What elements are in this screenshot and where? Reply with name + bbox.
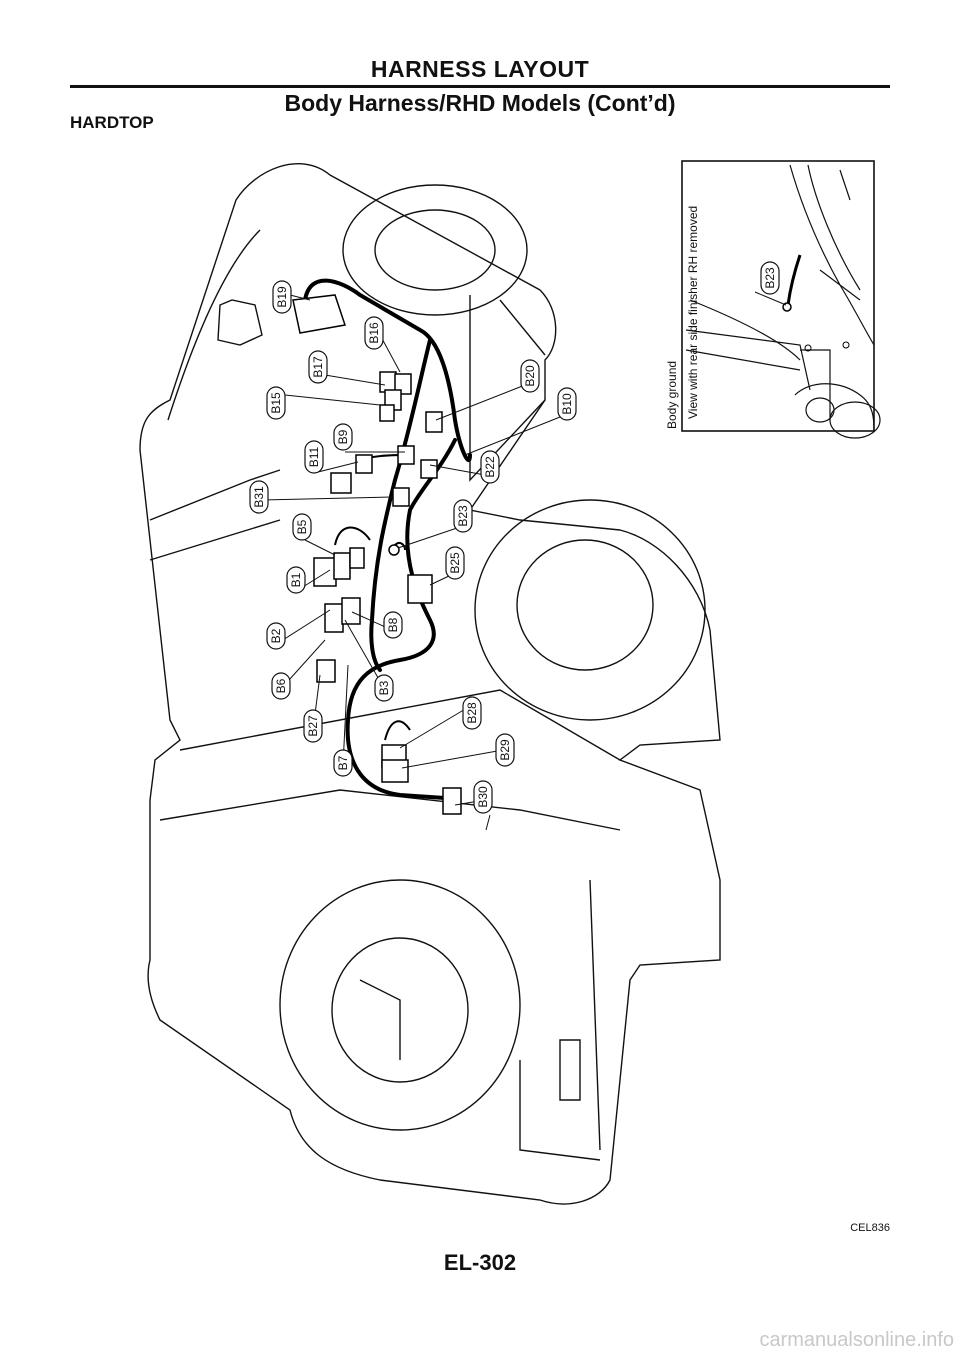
inset-caption-line1: View with rear side finisher RH removed — [686, 206, 700, 419]
svg-text:B9: B9 — [336, 429, 350, 444]
label-b5: B5 — [292, 513, 312, 541]
label-b27: B27 — [303, 709, 323, 743]
label-b25: B25 — [445, 546, 465, 580]
figure-code: CEL836 — [850, 1222, 890, 1234]
svg-text:B3: B3 — [377, 680, 391, 695]
label-b2: B2 — [266, 622, 286, 650]
spare-wheel — [342, 184, 528, 316]
label-b11: B11 — [304, 440, 324, 474]
label-b15: B15 — [266, 386, 286, 420]
label-b17: B17 — [308, 350, 328, 384]
label-b30: B30 — [473, 780, 493, 814]
label-b1: B1 — [286, 566, 306, 594]
label-b31: B31 — [249, 480, 269, 514]
label-b8: B8 — [383, 611, 403, 639]
svg-text:B20: B20 — [523, 365, 537, 387]
label-b7: B7 — [333, 749, 353, 777]
svg-text:B29: B29 — [498, 739, 512, 761]
svg-text:B28: B28 — [465, 702, 479, 724]
watermark: carmanualsonline.info — [759, 1329, 954, 1351]
svg-text:B30: B30 — [476, 786, 490, 808]
label-b10: B10 — [557, 387, 577, 421]
connector-labels: B19 B16 B17 B15 B20 B10 B9 B11 B22 B31 B… — [249, 280, 577, 814]
header-title: HARNESS LAYOUT — [370, 56, 590, 82]
page-number: EL-302 — [443, 1250, 517, 1275]
svg-text:B8: B8 — [386, 617, 400, 632]
vehicle-body-outline — [139, 163, 721, 1205]
label-b29: B29 — [495, 733, 515, 767]
inset-connector-b23: B23 — [760, 261, 780, 295]
svg-text:B22: B22 — [483, 456, 497, 478]
svg-text:B25: B25 — [448, 552, 462, 574]
svg-text:B23: B23 — [456, 505, 470, 527]
label-b28: B28 — [462, 696, 482, 730]
svg-text:B10: B10 — [560, 393, 574, 415]
label-b22: B22 — [480, 450, 500, 484]
svg-text:B7: B7 — [336, 755, 350, 770]
label-b3: B3 — [374, 674, 394, 702]
svg-text:B16: B16 — [367, 322, 381, 344]
svg-text:B23: B23 — [763, 267, 777, 289]
front-wheel — [279, 879, 521, 1131]
header-subtitle: Body Harness/RHD Models (Cont’d) — [284, 90, 676, 116]
svg-text:B31: B31 — [252, 486, 266, 508]
svg-text:B27: B27 — [306, 715, 320, 737]
label-b9: B9 — [333, 423, 353, 451]
section-label: HARDTOP — [70, 113, 154, 132]
body-harness-wire — [303, 278, 472, 800]
header-rule — [70, 85, 890, 88]
rear-wheel — [474, 499, 706, 721]
svg-text:B6: B6 — [274, 678, 288, 693]
connector-blocks — [292, 294, 462, 815]
svg-text:B15: B15 — [269, 392, 283, 414]
label-b19: B19 — [272, 280, 292, 314]
svg-text:B19: B19 — [275, 286, 289, 308]
inset-panel: View with rear side finisher RH removed … — [665, 160, 881, 439]
label-b16: B16 — [364, 316, 384, 350]
svg-text:B11: B11 — [307, 446, 321, 467]
svg-text:B1: B1 — [289, 572, 303, 587]
svg-text:B5: B5 — [295, 519, 309, 534]
leader-lines — [261, 294, 566, 831]
svg-text:B2: B2 — [269, 628, 283, 643]
inset-caption-line2: Body ground — [665, 361, 679, 429]
svg-text:B17: B17 — [311, 356, 325, 378]
label-b23: B23 — [453, 499, 473, 533]
label-b20: B20 — [520, 359, 540, 393]
label-b6: B6 — [271, 672, 291, 700]
